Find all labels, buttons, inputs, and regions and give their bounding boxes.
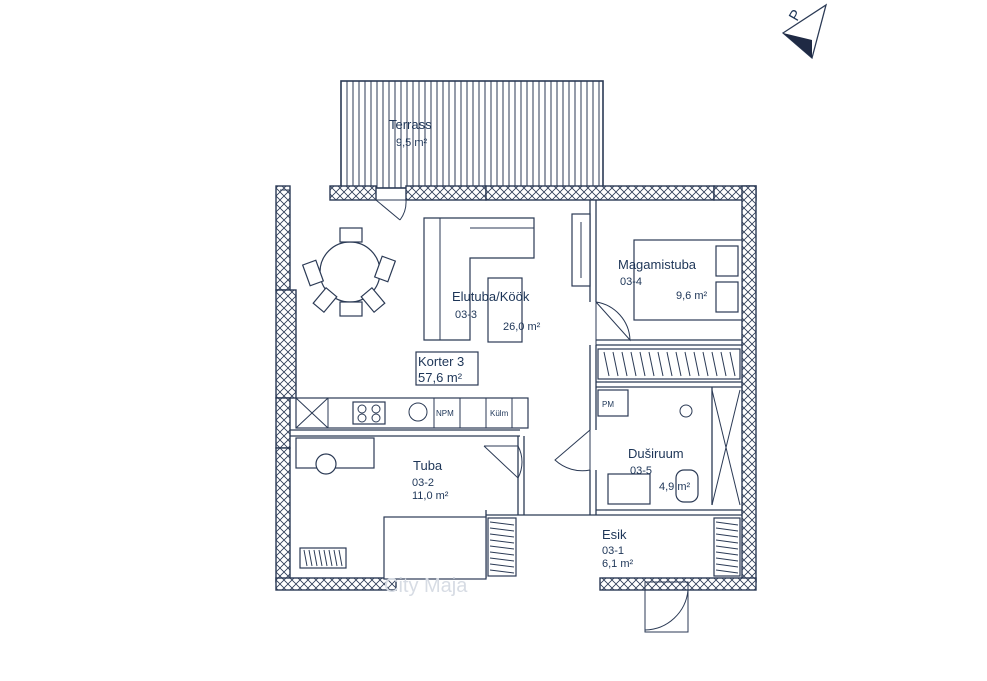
- bed: [633, 239, 743, 321]
- chair-icon: [315, 453, 337, 475]
- watermark: City Maja: [384, 575, 468, 597]
- sink-icon: [408, 402, 428, 422]
- bedroom-area: 9,6 m²: [676, 290, 708, 302]
- hatch-stroke: [639, 351, 646, 377]
- toilet-icon: [675, 469, 699, 503]
- hatch-stroke: [621, 351, 628, 377]
- wardrobe-living: [571, 213, 591, 287]
- apartment-label-box: [415, 351, 479, 386]
- hatch-stroke: [318, 549, 323, 567]
- hall-area: 6,1 m²: [602, 558, 634, 570]
- radiator-tuba: [299, 547, 347, 569]
- hatch-stroke: [720, 351, 727, 377]
- hatch-stroke: [612, 351, 619, 377]
- coffee-table: [487, 277, 523, 343]
- hatch-stroke: [693, 351, 700, 377]
- living-number: 03-3: [455, 309, 477, 321]
- hatch-stroke: [303, 549, 308, 567]
- hatch-stroke: [489, 527, 515, 532]
- hatch-stroke: [323, 549, 328, 567]
- hatch-stroke: [715, 551, 739, 556]
- hall-number: 03-1: [602, 545, 624, 557]
- bedroom-name: Magamistuba: [618, 257, 697, 272]
- hatch-stroke: [684, 351, 691, 377]
- terrace-name: Terrass: [389, 117, 432, 132]
- hatch-stroke: [715, 539, 739, 544]
- shower-room-fixtures: PM: [597, 389, 741, 506]
- terrace: [340, 80, 604, 189]
- hatch-stroke: [715, 521, 739, 526]
- windows: [280, 189, 290, 291]
- hall-wardrobes: [487, 517, 741, 577]
- fridge-label: Külm: [490, 409, 509, 418]
- apartment-area: 57,6 m²: [418, 370, 463, 385]
- labels: Terrass 9,5 m² Elutuba/Köök 03-3 26,0 m²…: [389, 117, 708, 570]
- room-number: 03-2: [412, 477, 434, 489]
- hatch-stroke: [715, 527, 739, 532]
- hatch-stroke: [729, 351, 736, 377]
- hatch-stroke: [489, 521, 515, 526]
- wardrobe-bedroom: [597, 348, 741, 380]
- dishwasher-label: NPM: [436, 409, 454, 418]
- shower-area: 4,9 m²: [659, 481, 691, 493]
- stove-icon: [352, 401, 386, 425]
- hatch-stroke: [338, 549, 343, 567]
- terrace-area: 9,5 m²: [396, 137, 428, 149]
- hatch-stroke: [489, 563, 515, 568]
- kitchen-counter: NPM Külm: [295, 397, 529, 429]
- bed-tuba: [383, 516, 487, 580]
- hatch-stroke: [630, 351, 637, 377]
- hatch-stroke: [489, 557, 515, 562]
- living-name: Elutuba/Köök: [452, 289, 530, 304]
- hatch-stroke: [715, 563, 739, 568]
- hatch-stroke: [308, 549, 313, 567]
- room-name: Tuba: [413, 458, 443, 473]
- hatch-stroke: [489, 545, 515, 550]
- hatch-stroke: [715, 545, 739, 550]
- hatch-stroke: [675, 351, 682, 377]
- hatch-stroke: [489, 533, 515, 538]
- hatch-stroke: [328, 549, 333, 567]
- compass-icon: P: [781, 3, 828, 60]
- washer-label: PM: [602, 400, 614, 409]
- hatch-stroke: [603, 351, 610, 377]
- sofa: [423, 217, 535, 341]
- shower-name: Duširuum: [628, 446, 684, 461]
- hatch-stroke: [489, 569, 515, 574]
- hatch-stroke: [489, 539, 515, 544]
- shower-number: 03-5: [630, 465, 652, 477]
- hall-name: Esik: [602, 527, 627, 542]
- apartment-name: Korter 3: [418, 354, 464, 369]
- room-area: 11,0 m²: [412, 490, 449, 502]
- washbasin-icon: [607, 473, 651, 505]
- bedroom-number: 03-4: [620, 276, 642, 288]
- hatch-stroke: [711, 351, 718, 377]
- hatch-stroke: [666, 351, 673, 377]
- hatch-stroke: [715, 533, 739, 538]
- hatch-stroke: [333, 549, 338, 567]
- hatch-stroke: [648, 351, 655, 377]
- living-area: 26,0 m²: [503, 321, 541, 333]
- desk: [295, 437, 375, 475]
- doors: [375, 199, 689, 633]
- hatch-stroke: [657, 351, 664, 377]
- hatch-stroke: [702, 351, 709, 377]
- shower-head-icon: [679, 404, 693, 418]
- outer-walls: [275, 185, 757, 591]
- hatch-stroke: [715, 569, 739, 574]
- interior-walls: [290, 200, 742, 578]
- dining-table: [301, 227, 397, 317]
- hatch-stroke: [715, 557, 739, 562]
- terrace-slats: [346, 81, 600, 188]
- hatch-stroke: [489, 551, 515, 556]
- hatch-stroke: [313, 549, 318, 567]
